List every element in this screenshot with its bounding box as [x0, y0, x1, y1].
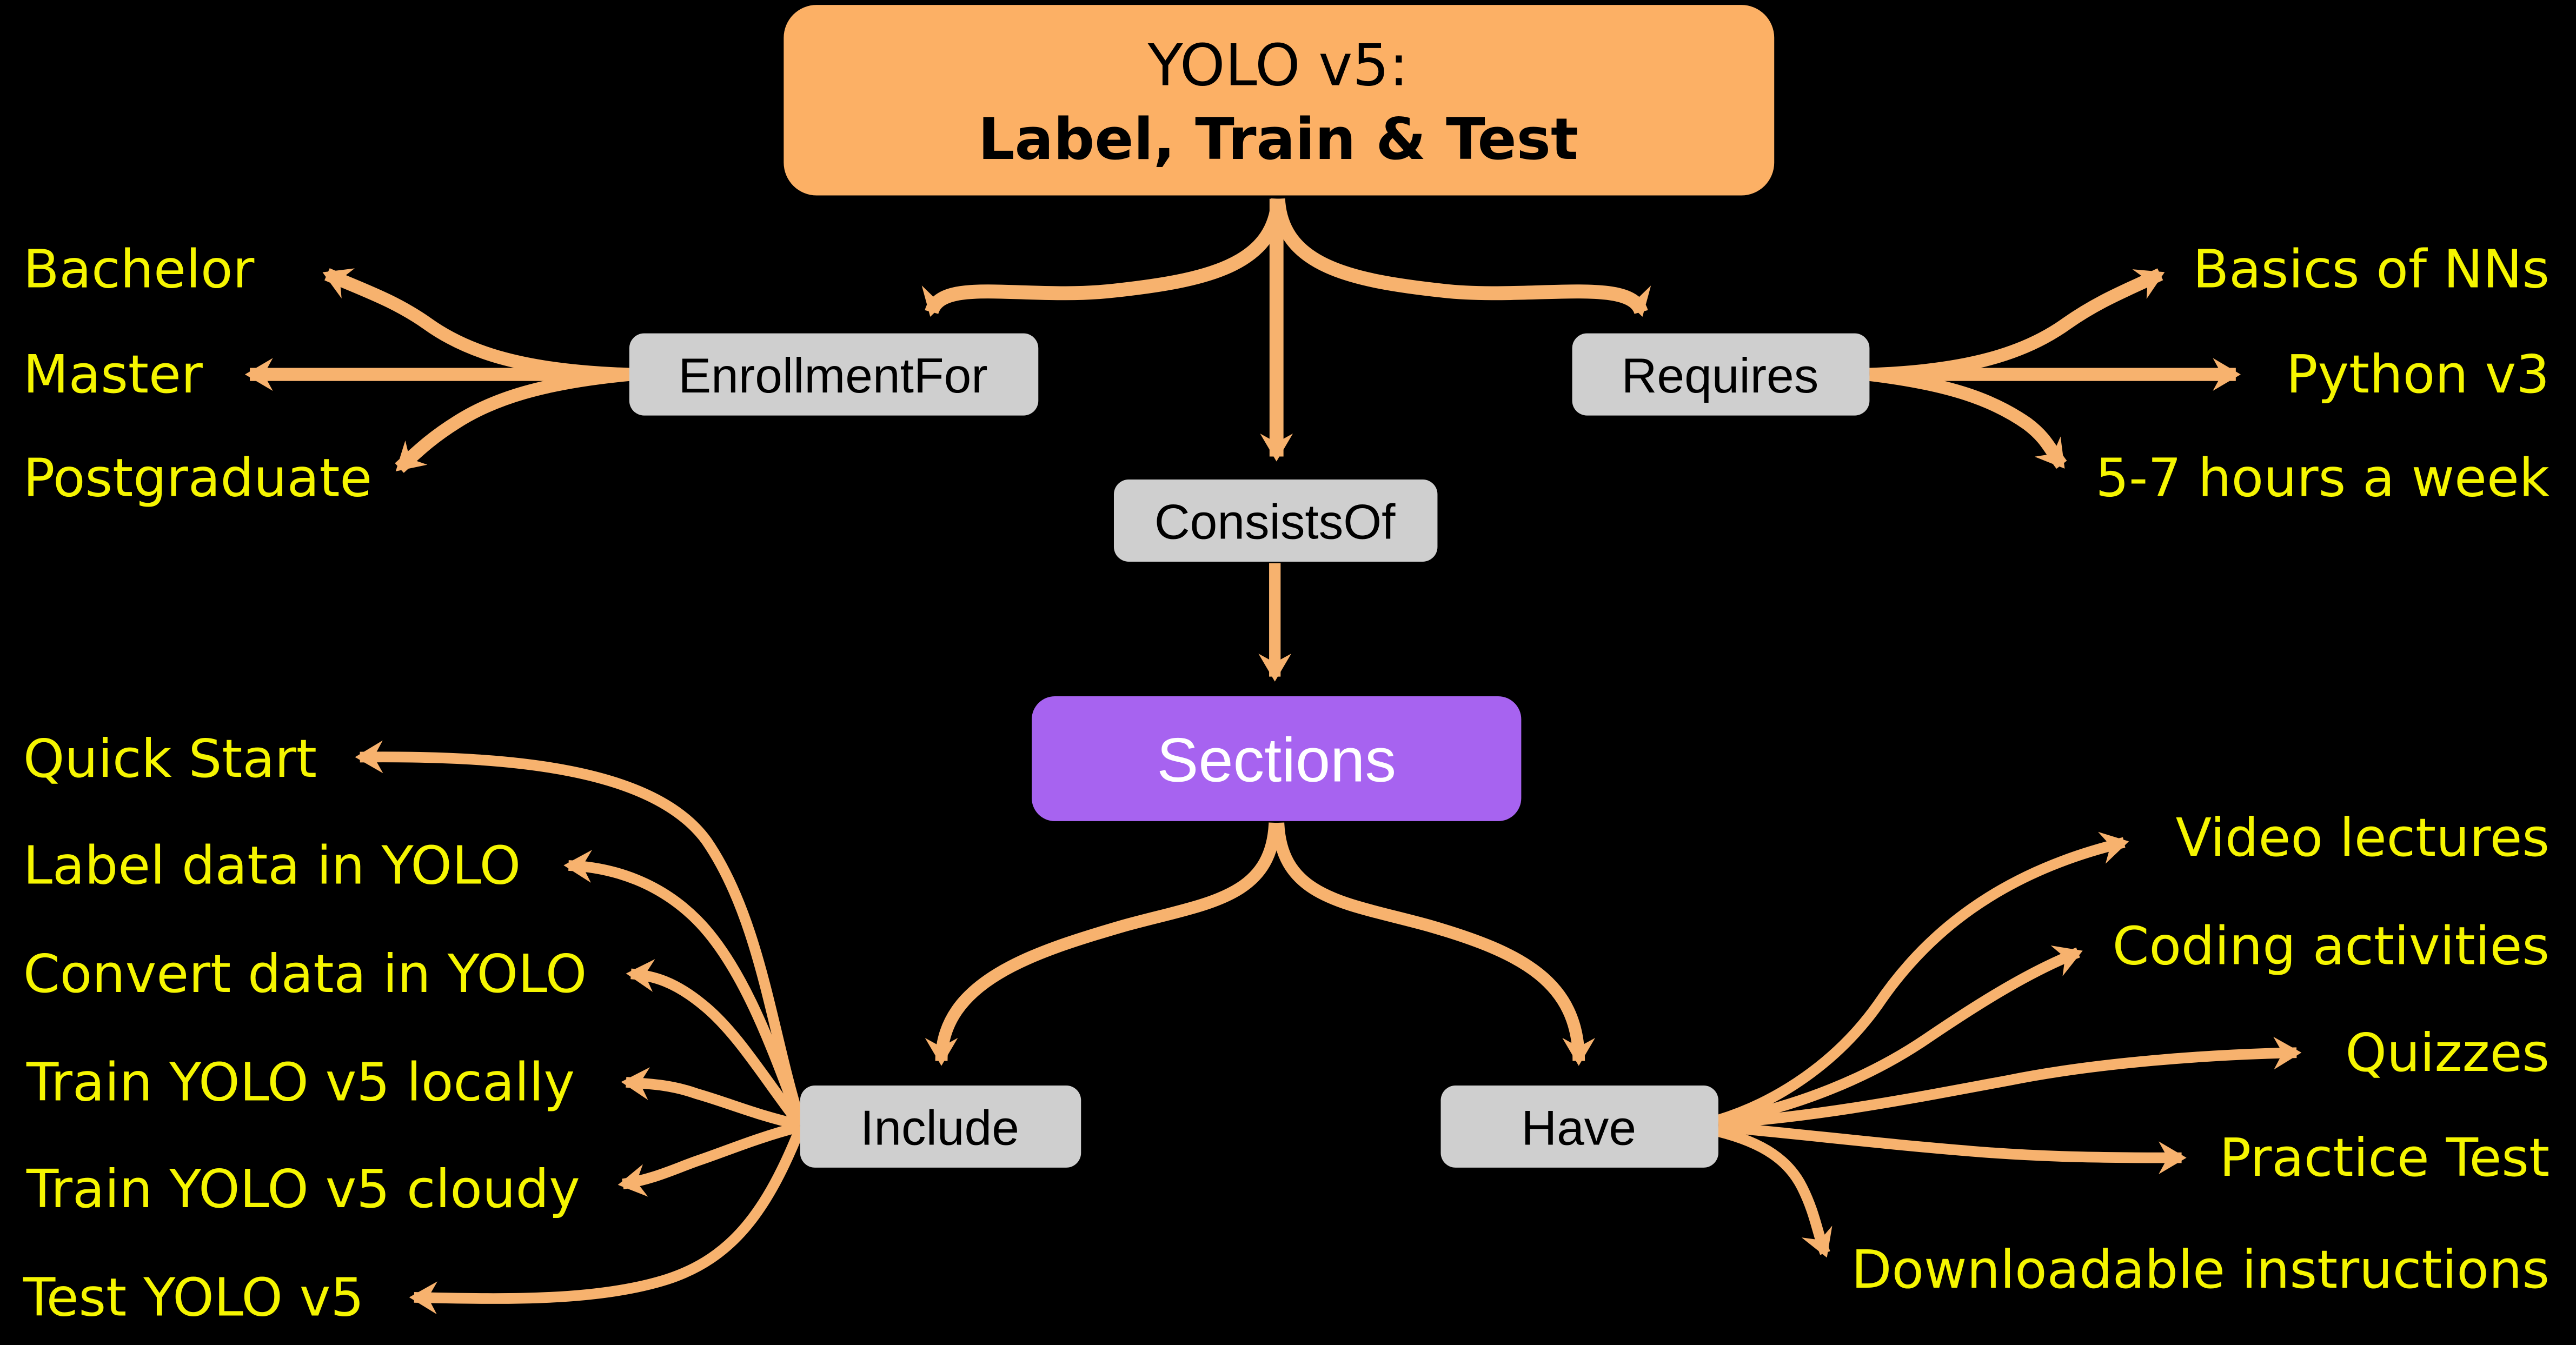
connector-label-enrollmentfor: EnrollmentFor [678, 349, 987, 403]
edge-include-to-labeldata [563, 850, 806, 1126]
edge-requires-to-hours [1868, 368, 2067, 469]
edge-title-to-enrollmentfor [921, 198, 1285, 317]
sections-label: Sections [1157, 726, 1396, 795]
edge-have-to-practice [1718, 1121, 2187, 1175]
edge-enrollmentfor-to-postgraduate [395, 368, 630, 473]
leaf-label-data[interactable]: Label data in YOLO [23, 835, 521, 896]
connector-node-requires[interactable] [1572, 333, 1870, 416]
edge-have-to-download [1717, 1126, 1833, 1258]
leaf-python-v3[interactable]: Python v3 [2286, 344, 2550, 405]
edge-have-to-quizzes [1718, 1036, 2302, 1129]
leaf-downloadable-instructions[interactable]: Downloadable instructions [1851, 1239, 2550, 1300]
edge-sections-to-have [1272, 822, 1596, 1066]
leaf-coding-activities[interactable]: Coding activities [2113, 915, 2550, 976]
leaf-practice-test[interactable]: Practice Test [2220, 1127, 2550, 1188]
edge-include-to-traincloudy [618, 1121, 802, 1197]
connector-label-requires: Requires [1622, 349, 1819, 403]
edge-include-to-convertdata [626, 959, 805, 1128]
edge-sections-to-include [925, 822, 1282, 1066]
edge-include-to-trainlocally [621, 1067, 801, 1130]
leaf-quick-start[interactable]: Quick Start [23, 728, 317, 789]
leaf-train-cloudy[interactable]: Train YOLO v5 cloudy [26, 1158, 580, 1220]
leaf-train-locally[interactable]: Train YOLO v5 locally [26, 1051, 575, 1113]
connector-node-enrollmentfor[interactable] [629, 333, 1039, 416]
root-title-line2: Label, Train & Test [978, 106, 1578, 173]
connector-label-have: Have [1521, 1101, 1636, 1156]
sections-node[interactable] [1032, 696, 1522, 821]
edge-include-to-quickstart [355, 740, 806, 1123]
connector-label-consistsof: ConsistsOf [1154, 495, 1396, 550]
leaf-quizzes[interactable]: Quizzes [2345, 1022, 2550, 1083]
root-node[interactable] [784, 5, 1775, 196]
edge-have-to-coding [1717, 945, 2083, 1127]
edge-title-to-requires [1271, 198, 1651, 317]
connector-label-include: Include [860, 1101, 1019, 1156]
leaf-bachelor[interactable]: Bachelor [23, 239, 255, 300]
connector-node-consistsof[interactable] [1113, 480, 1438, 562]
leaf-convert-data[interactable]: Convert data in YOLO [23, 943, 587, 1004]
edge-include-to-test [409, 1126, 805, 1315]
leaf-test-yolo[interactable]: Test YOLO v5 [23, 1267, 364, 1328]
connector-node-include[interactable] [800, 1086, 1081, 1168]
leaf-video-lectures[interactable]: Video lectures [2176, 807, 2550, 868]
root-title-line1: YOLO v5: [1147, 32, 1409, 99]
leaf-basics-of-nns[interactable]: Basics of NNs [2193, 239, 2550, 300]
leaf-master[interactable]: Master [23, 344, 203, 405]
connector-node-have[interactable] [1440, 1086, 1718, 1168]
leaf-hours-a-week[interactable]: 5-7 hours a week [2095, 448, 2550, 509]
leaf-postgraduate[interactable]: Postgraduate [23, 448, 372, 509]
edge-have-to-video [1717, 831, 2129, 1126]
